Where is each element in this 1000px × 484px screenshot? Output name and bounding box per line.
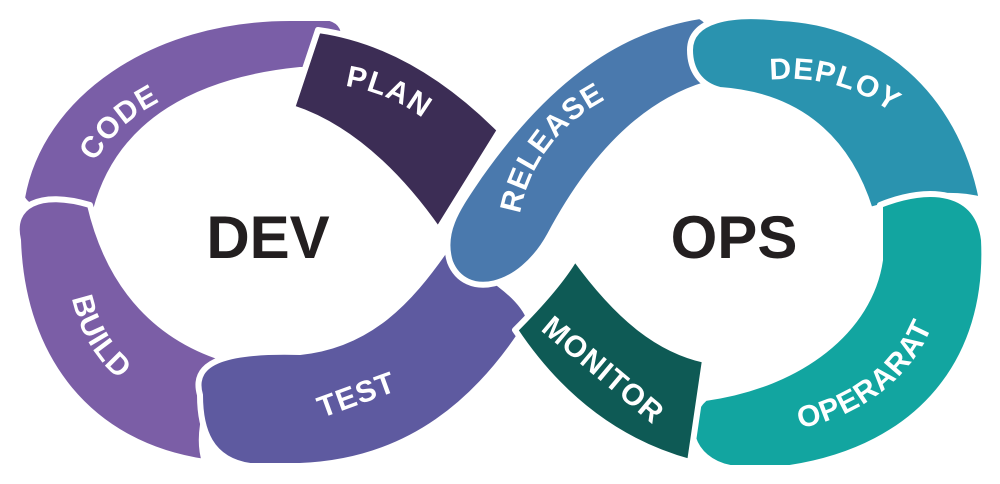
segment-code — [19, 15, 347, 216]
segment-monitor — [512, 255, 708, 465]
segment-plan — [289, 27, 503, 233]
center-label-ops: OPS — [671, 204, 798, 271]
segment-build — [13, 196, 233, 465]
segment-test — [195, 247, 533, 469]
center-label-dev: DEV — [206, 204, 329, 271]
segment-deploy — [687, 13, 985, 213]
segment-operarat — [688, 191, 988, 471]
